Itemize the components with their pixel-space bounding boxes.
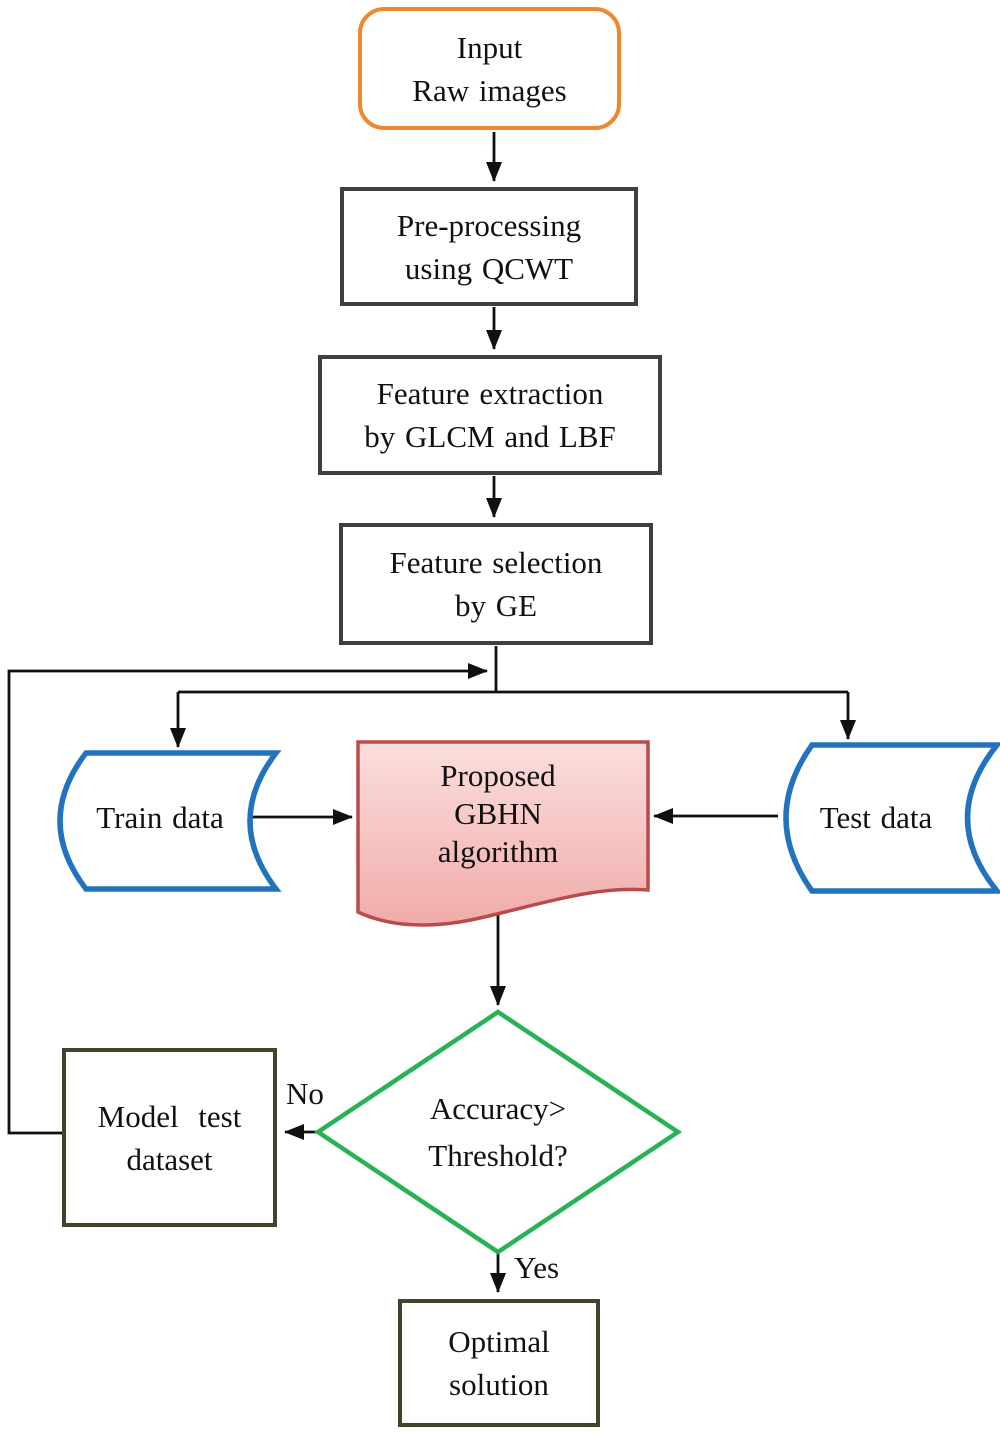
feature-extraction-label: Feature extraction by GLCM and LBF bbox=[364, 376, 616, 454]
decision-node: Accuracy> Threshold? bbox=[378, 1080, 618, 1184]
feature-extraction-node: Feature extraction by GLCM and LBF bbox=[318, 355, 662, 475]
proposed-algorithm-node: Proposed GBHN algorithm bbox=[368, 748, 628, 880]
train-data-label: Train data bbox=[96, 800, 224, 835]
test-data-node-shape bbox=[783, 742, 1000, 894]
input-raw-images-node: Input Raw images bbox=[358, 7, 621, 130]
input-raw-images-label: Input Raw images bbox=[412, 29, 567, 108]
proposed-algorithm-node-shape bbox=[356, 740, 650, 927]
preprocessing-node: Pre-processing using QCWT bbox=[340, 187, 638, 306]
decision-label: Accuracy> Threshold? bbox=[428, 1091, 568, 1173]
model-test-dataset-node: Model test dataset bbox=[62, 1048, 277, 1227]
test-data-label: Test data bbox=[819, 800, 933, 835]
model-test-dataset-label: Model test dataset bbox=[97, 1098, 242, 1177]
train-data-node-shape bbox=[57, 750, 282, 892]
decision-node-shape bbox=[313, 1009, 683, 1255]
proposed-algorithm-label: Proposed GBHN algorithm bbox=[437, 758, 559, 869]
optimal-solution-node: Optimal solution bbox=[398, 1299, 600, 1427]
no-edge-label: No bbox=[286, 1076, 324, 1111]
yes-edge-label: Yes bbox=[514, 1250, 560, 1285]
preprocessing-label: Pre-processing using QCWT bbox=[396, 207, 582, 286]
edge-feedback-model-test-to-branch bbox=[7, 663, 488, 1135]
feature-selection-label: Feature selection by GE bbox=[389, 545, 603, 623]
feature-selection-node: Feature selection by GE bbox=[339, 523, 653, 645]
train-data-node: Train data bbox=[58, 770, 262, 865]
test-data-node: Test data bbox=[780, 770, 972, 865]
optimal-solution-label: Optimal solution bbox=[448, 1324, 550, 1402]
